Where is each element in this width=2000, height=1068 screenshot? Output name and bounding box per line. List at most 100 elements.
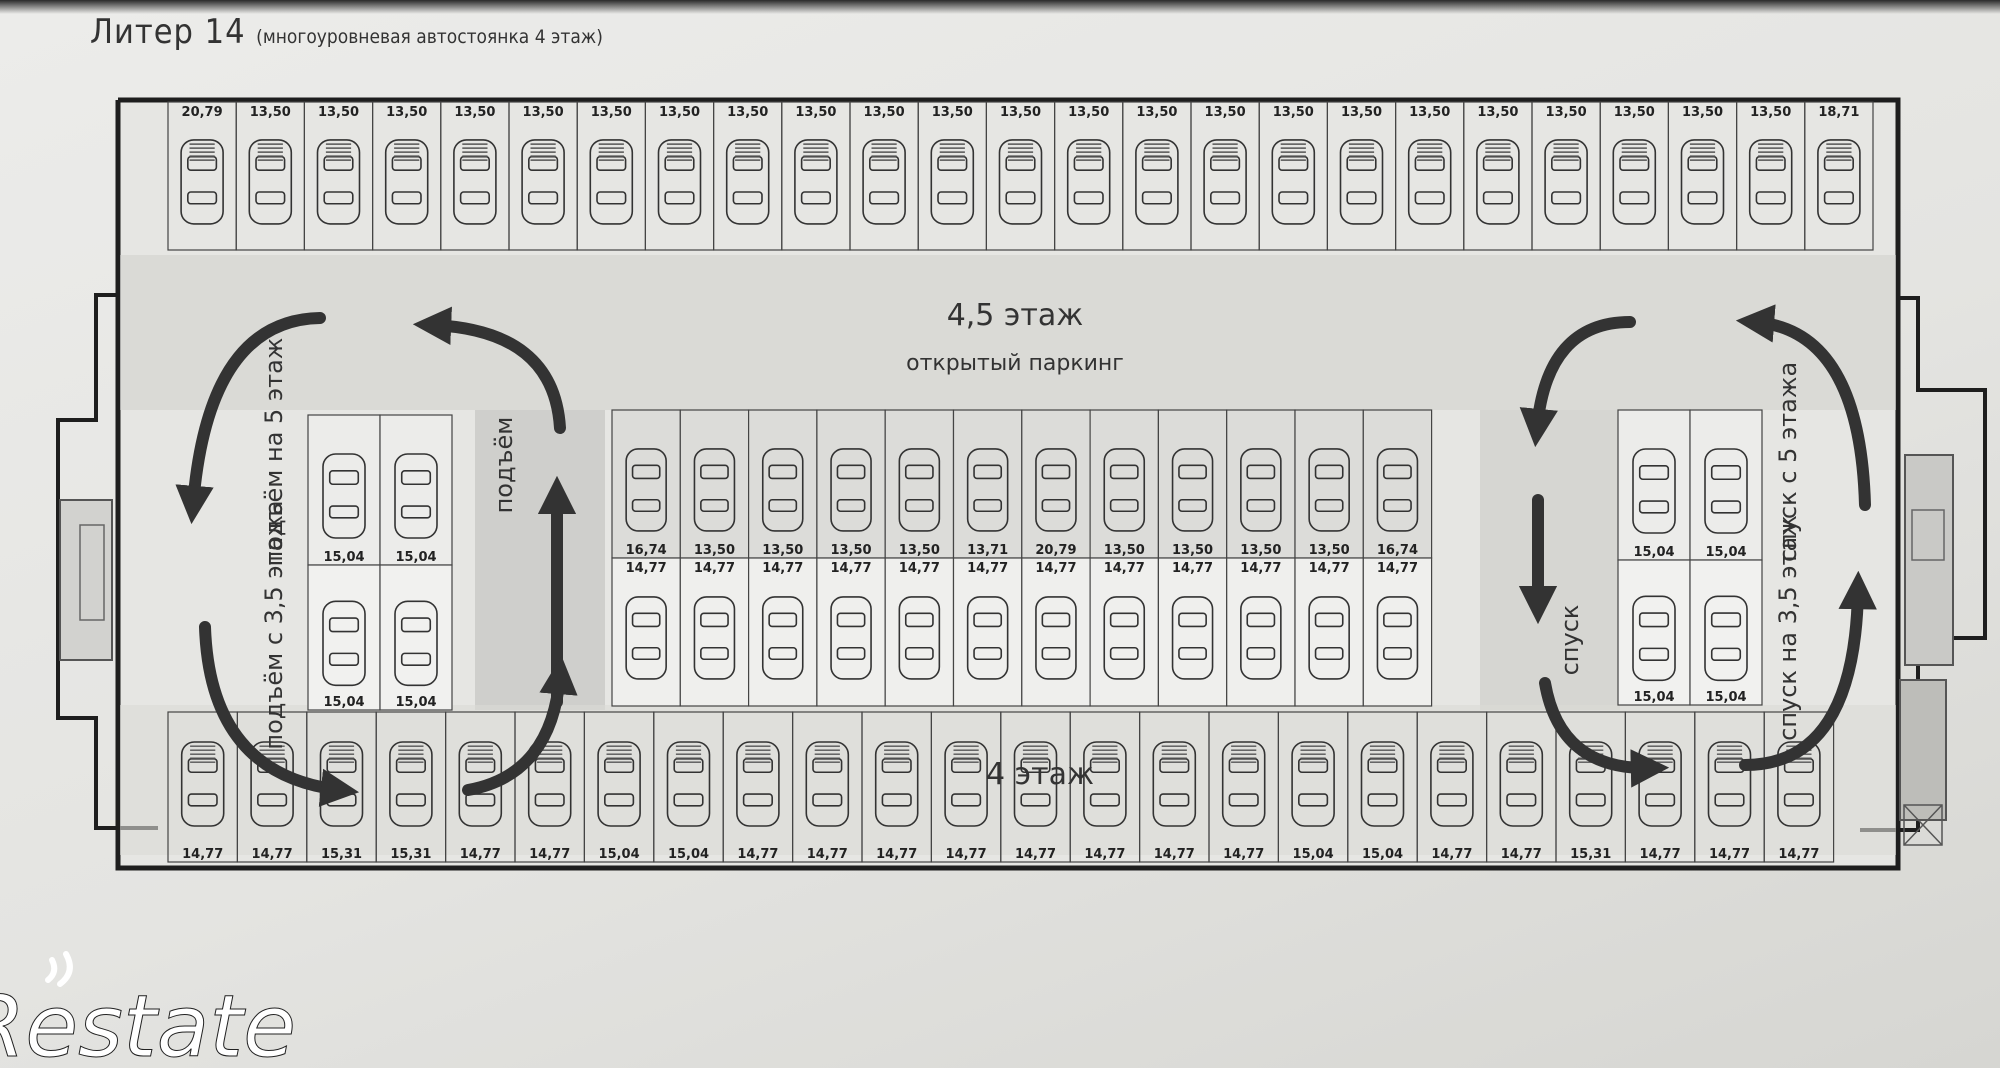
space-area-label: 16,74 (626, 543, 667, 558)
space-area-label: 14,77 (1377, 561, 1418, 576)
car-icon (625, 596, 667, 680)
car-icon (898, 596, 941, 680)
space-area-label: 15,04 (1362, 847, 1403, 862)
parking-space: 13,50 (235, 101, 305, 251)
car-icon (316, 139, 361, 225)
parking-space: 16,74 (611, 409, 681, 559)
space-area-label: 13,50 (1273, 105, 1314, 120)
car-icon (458, 741, 503, 827)
space-area-label: 15,04 (395, 550, 436, 565)
parking-space: 14,77 (1089, 557, 1159, 707)
car-icon (1704, 595, 1748, 682)
car-icon (625, 448, 667, 532)
car-icon (1430, 741, 1474, 827)
right-block-spaces: 15,04 15,04 15,04 15,04 (1617, 409, 1763, 706)
space-area-label: 13,50 (1309, 543, 1350, 558)
parking-space: 13,50 (1157, 409, 1228, 559)
parking-space: 13,50 (303, 101, 374, 251)
space-area-label: 13,50 (454, 105, 495, 120)
parking-space: 13,50 (1053, 101, 1124, 251)
car-icon (384, 139, 429, 225)
space-area-label: 15,04 (1633, 690, 1674, 705)
parking-space: 13,71 (952, 409, 1023, 559)
space-area-label: 14,77 (876, 847, 917, 862)
space-area-label: 13,50 (1341, 105, 1382, 120)
parking-space: 13,50 (1531, 101, 1601, 251)
space-area-label: 15,04 (668, 847, 709, 862)
space-area-label: 14,77 (460, 847, 501, 862)
car-icon (589, 139, 634, 225)
arrow-curve-right-top (1735, 304, 1871, 511)
label-ramp-down: спуск (1556, 605, 1584, 676)
car-icon (389, 741, 433, 827)
space-area-label: 20,79 (182, 105, 223, 120)
space-area-label: 13,50 (1477, 105, 1518, 120)
space-area-label: 13,71 (967, 543, 1008, 558)
parking-space: 13,50 (747, 409, 818, 559)
space-area-label: 13,50 (591, 105, 632, 120)
space-area-label: 14,77 (529, 847, 570, 862)
car-icon (1171, 596, 1214, 680)
label-up-from-35: подъём с 3,5 этажа (260, 500, 288, 749)
space-area-label: 13,50 (727, 105, 768, 120)
space-area-label: 13,50 (932, 105, 973, 120)
parking-space: 14,77 (1294, 557, 1364, 707)
arrow-curve-left-top (412, 306, 566, 434)
space-area-label: 15,31 (390, 847, 431, 862)
title-sub: (многоуровневая автостоянка 4 этаж) (256, 26, 603, 48)
parking-space: 14,77 (952, 557, 1023, 707)
space-area-label: 13,50 (659, 105, 700, 120)
space-area-label: 15,04 (1705, 690, 1746, 705)
parking-space: 15,31 (375, 711, 447, 863)
space-area-label: 20,79 (1035, 543, 1076, 558)
car-icon (322, 600, 366, 687)
parking-space: 13,50 (1463, 101, 1533, 251)
space-area-label: 15,04 (1705, 545, 1746, 560)
parking-space: 14,77 (1021, 557, 1091, 707)
parking-space: 15,04 (379, 414, 453, 566)
space-area-label: 13,50 (1104, 543, 1145, 558)
space-area-label: 15,04 (1633, 545, 1674, 560)
space-area-label: 13,50 (864, 105, 905, 120)
car-icon (248, 139, 293, 225)
car-icon (180, 741, 225, 827)
space-area-label: 14,77 (737, 847, 778, 862)
space-area-label: 14,77 (1778, 847, 1819, 862)
parking-space: 15,04 (307, 564, 381, 711)
car-icon (1308, 448, 1350, 532)
parking-space: 15,04 (1689, 559, 1763, 706)
parking-space: 15,04 (1689, 409, 1763, 561)
car-icon (725, 139, 770, 225)
restate-logo: Restate (0, 951, 297, 1068)
car-icon (1240, 596, 1282, 680)
space-area-label: 14,77 (1501, 847, 1542, 862)
floor-lower-label: 4 этаж (986, 757, 1094, 792)
space-area-label: 13,50 (1614, 105, 1655, 120)
parking-space: 20,79 (1021, 409, 1091, 559)
parking-space: 20,79 (167, 101, 237, 251)
title-main: Литер 14 (90, 12, 246, 52)
parking-space: 14,77 (930, 711, 1002, 863)
parking-space: 14,77 (1485, 711, 1557, 863)
space-area-label: 14,77 (182, 847, 223, 862)
space-area-label: 13,50 (1546, 105, 1587, 120)
label-down-from-5: спуск с 5 этажа (1774, 362, 1802, 562)
parking-space: 13,50 (1226, 409, 1296, 559)
parking-space: 14,77 (1226, 557, 1296, 707)
car-icon (1271, 139, 1316, 225)
parking-space: 14,77 (884, 557, 955, 707)
car-icon (322, 453, 366, 539)
parking-space: 18,71 (1804, 101, 1874, 251)
car-icon (966, 448, 1009, 532)
parking-space: 14,77 (747, 557, 818, 707)
parking-space: 14,77 (1416, 711, 1488, 863)
car-icon (1632, 595, 1676, 682)
car-icon (874, 741, 919, 827)
space-area-label: 15,04 (1293, 847, 1334, 862)
parking-space: 13,50 (816, 409, 886, 559)
arrow-curve-right-top-left (1519, 316, 1636, 448)
car-icon (1203, 139, 1247, 225)
car-icon (180, 139, 224, 225)
space-area-label: 14,77 (762, 561, 803, 576)
space-area-label: 13,50 (318, 105, 359, 120)
